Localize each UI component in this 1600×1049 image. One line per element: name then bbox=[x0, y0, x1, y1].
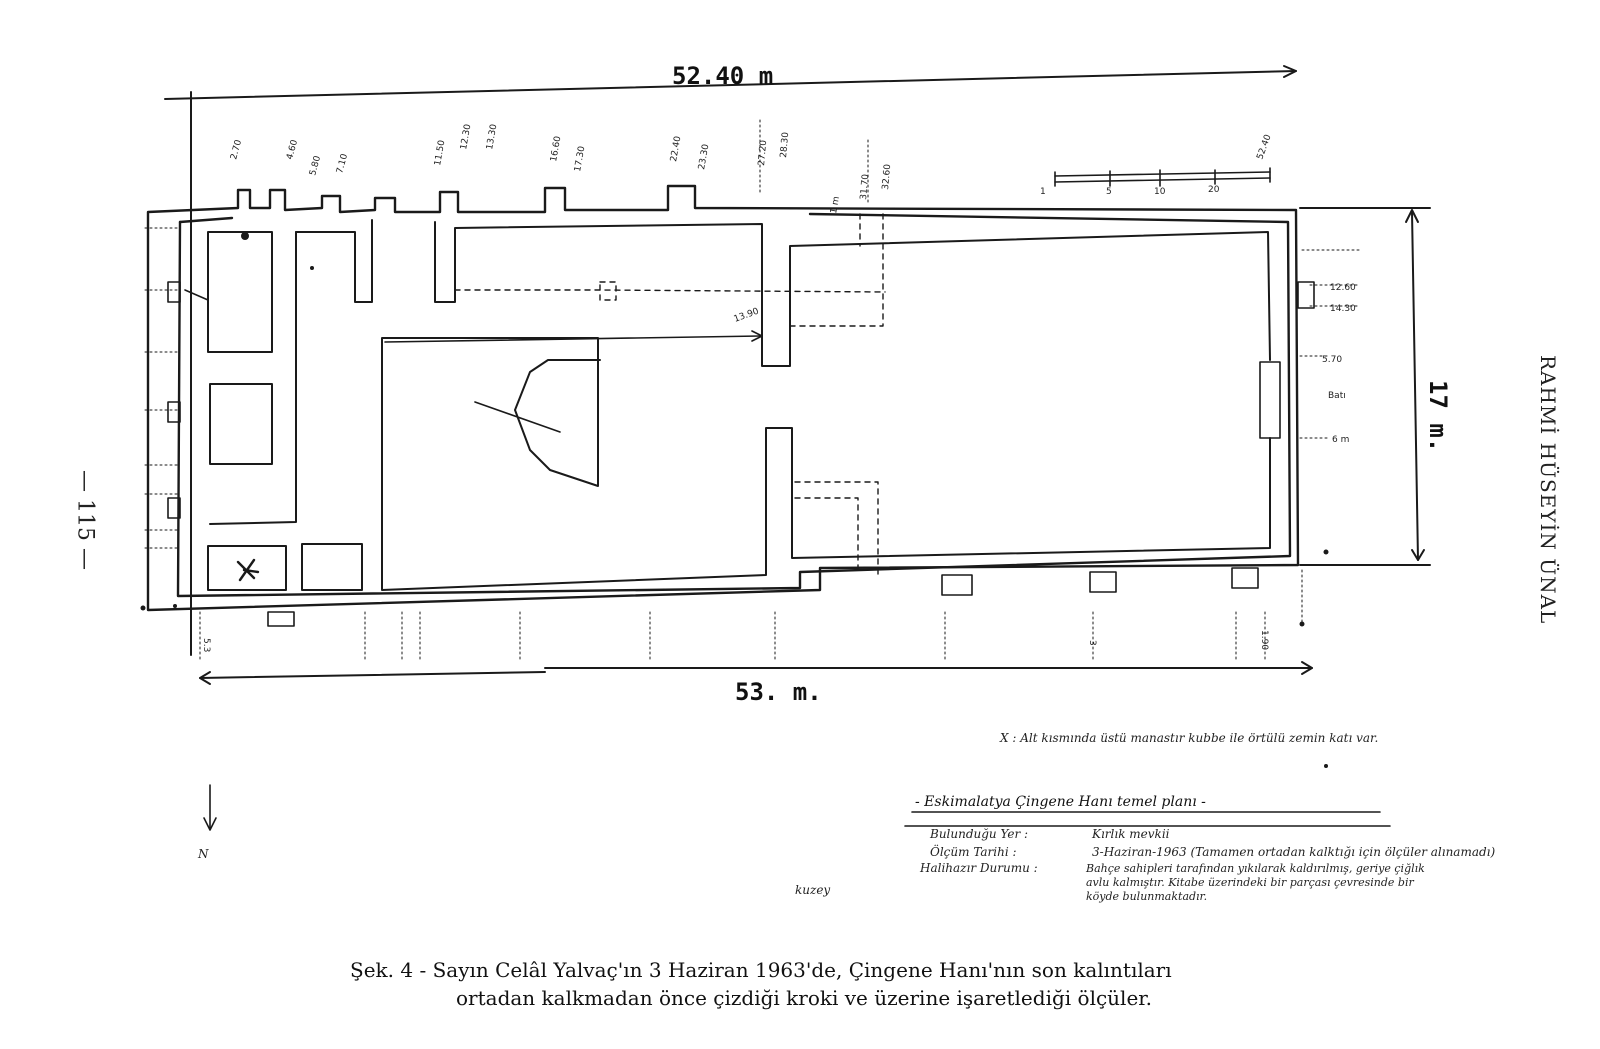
legend-row-date-label: Ölçüm Tarihi : bbox=[930, 843, 1017, 859]
north-label: N bbox=[197, 847, 209, 861]
scale-label-1: 1 bbox=[1040, 187, 1046, 197]
top-dimension-label: 52.40 m bbox=[672, 62, 773, 90]
dim-label-23-30: 23.30 bbox=[697, 143, 711, 170]
right-ticks bbox=[1299, 249, 1361, 439]
kuzey-label: kuzey bbox=[795, 883, 830, 897]
scale-label-10: 10 bbox=[1154, 187, 1166, 197]
dim-label-31-70: 31.70 bbox=[859, 173, 871, 200]
legend-row-location-value: Kırlık mevkii bbox=[1091, 827, 1170, 841]
dim-label-2-70: 2.70 bbox=[229, 139, 244, 161]
legend-row-condition-label: Halihazır Durumu : bbox=[919, 861, 1038, 875]
right-dimension-label: 17 m. bbox=[1424, 380, 1452, 452]
dim-label-13-90: 13.90 bbox=[733, 307, 761, 325]
dim-label-16-60: 16.60 bbox=[549, 135, 563, 162]
measurement-ticks bbox=[199, 119, 1303, 661]
scale-label-5: 5 bbox=[1106, 187, 1112, 197]
right-dimension-line bbox=[1299, 207, 1431, 566]
bottom-dimension-line bbox=[199, 661, 1313, 685]
figure-caption: Şek. 4 - Sayın Celâl Yalvaç'ın 3 Haziran… bbox=[340, 956, 1280, 1012]
dim-label-52-40: 52.40 bbox=[1255, 133, 1273, 161]
room-x-mark bbox=[236, 558, 260, 582]
dim-label-5-3: 5.3 bbox=[201, 638, 211, 652]
dim-label-14-30: 14.30 bbox=[1330, 304, 1356, 314]
dim-label-5-70: 5.70 bbox=[1322, 355, 1342, 365]
dim-label-7-10: 7.10 bbox=[335, 153, 350, 175]
dim-label-3: 3 bbox=[1087, 640, 1097, 646]
dim-label-6m: 6 m bbox=[1332, 435, 1349, 445]
dim-label-12-60: 12.60 bbox=[1330, 283, 1356, 293]
inner-walls bbox=[209, 219, 1271, 591]
author-name: RAHMİ HÜSEYİN ÜNAL bbox=[1536, 355, 1560, 625]
dim-label-22-40: 22.40 bbox=[669, 135, 683, 162]
room-cells bbox=[207, 231, 363, 591]
scale-label-20: 20 bbox=[1208, 185, 1220, 195]
left-ticks bbox=[144, 227, 181, 549]
page-number: — 115 — bbox=[72, 470, 98, 570]
north-arrow-icon bbox=[203, 784, 217, 831]
legend-note: X : Alt kısmında üstü manastır kubbe ile… bbox=[999, 731, 1378, 745]
dim-label-4-60: 4.60 bbox=[285, 139, 300, 161]
dim-label-32-60: 32.60 bbox=[881, 163, 893, 190]
caption-line-1: Şek. 4 - Sayın Celâl Yalvaç'ın 3 Haziran… bbox=[350, 958, 1172, 982]
dim-label-5-80: 5.80 bbox=[308, 155, 323, 177]
pointer-arrows bbox=[184, 289, 763, 433]
outer-wall bbox=[146, 184, 1300, 612]
caption-line-2: ortadan kalkmadan önce çizdiği kroki ve … bbox=[456, 986, 1152, 1010]
legend-rows: Bulunduğu Yer : Kırlık mevkii Ölçüm Tari… bbox=[919, 827, 1496, 875]
bottom-dimension-label: 53. m. bbox=[735, 678, 822, 706]
dim-label-17-30: 17.30 bbox=[573, 145, 587, 172]
dim-label-1m: 1 m bbox=[829, 196, 842, 215]
buttresses bbox=[167, 281, 1315, 627]
legend-row-location-label: Bulunduğu Yer : bbox=[929, 827, 1028, 841]
dim-label-27-20: 27.20 bbox=[757, 139, 769, 166]
dim-label-13-30: 13.30 bbox=[485, 123, 499, 150]
dim-label-28-30: 28.30 bbox=[779, 131, 791, 158]
legend-row-date-value: 3-Haziran-1963 (Tamamen ortadan kalktığı… bbox=[1092, 845, 1496, 859]
bati-label: Batı bbox=[1328, 391, 1346, 401]
dashed-lines bbox=[454, 213, 886, 579]
dim-label-12-30: 12.30 bbox=[459, 123, 473, 150]
room-mark-x: X bbox=[1, 1, 2, 2]
legend-title: - Eskimalatya Çingene Hanı temel planı - bbox=[915, 794, 1206, 810]
dim-label-1-90: 1.90 bbox=[1259, 630, 1269, 650]
top-dimension-line bbox=[164, 65, 1297, 656]
dim-label-11-50: 11.50 bbox=[433, 139, 447, 166]
corner-dots bbox=[140, 232, 1329, 768]
legend-condition-text: Bahçe sahipleri tarafından yıkılarak kal… bbox=[1086, 862, 1425, 903]
scale-bar bbox=[1054, 167, 1271, 187]
legend-lines bbox=[904, 811, 1391, 827]
